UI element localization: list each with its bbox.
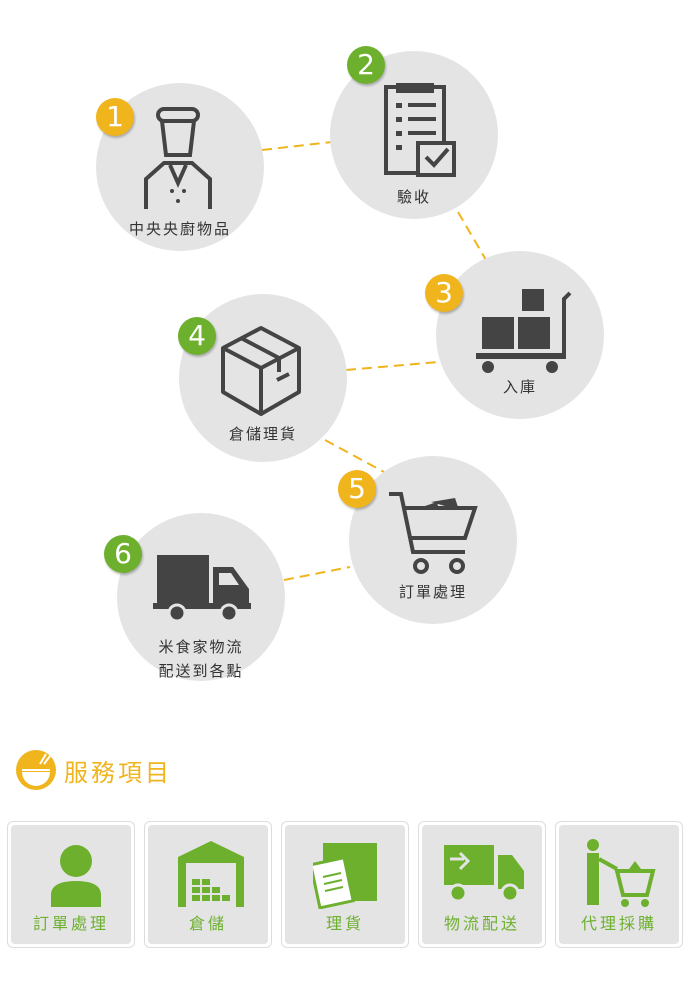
step-badge: 2 [347, 46, 385, 84]
warehouse-icon [178, 841, 244, 907]
step-label: 配送到各點 [158, 662, 244, 680]
rice-bowl-icon [16, 750, 56, 790]
step-badge: 4 [178, 317, 216, 355]
service-label: 理貨 [325, 914, 364, 933]
service-label: 訂單處理 [32, 914, 109, 933]
step-badge: 5 [338, 470, 376, 508]
step-label: 驗收 [396, 188, 431, 206]
connector-lines [261, 141, 487, 581]
step-badge: 1 [96, 98, 134, 136]
step-6-circle: 米食家物流 配送到各點 [117, 513, 285, 681]
service-order-processing[interactable]: 訂單處理 [7, 821, 135, 948]
step-badge: 3 [425, 274, 463, 312]
step-5-circle: 訂單處理 [349, 456, 517, 624]
step-badge: 6 [104, 535, 142, 573]
service-logistics[interactable]: 物流配送 [418, 821, 546, 948]
step-label: 訂單處理 [398, 583, 467, 601]
clipboard-box-icon [313, 843, 377, 909]
truck-icon [153, 555, 251, 623]
service-label: 代理採購 [580, 914, 657, 933]
service-warehousing[interactable]: 倉儲 [144, 821, 272, 948]
step-label: 入庫 [502, 378, 537, 396]
shopping-cart-icon [389, 492, 478, 574]
step-label: 米食家物流 [158, 638, 244, 656]
services-title: 服務項目 [64, 758, 172, 787]
step-label: 倉儲理貨 [228, 425, 297, 443]
service-sorting[interactable]: 理貨 [281, 821, 409, 948]
box-icon [221, 326, 301, 416]
delivery-truck-icon [444, 845, 524, 903]
service-procurement[interactable]: 代理採購 [555, 821, 683, 948]
services-heading: 服務項目 [14, 748, 172, 792]
checklist-icon [384, 83, 456, 177]
step-3-circle: 入庫 [436, 251, 604, 419]
customer-service-icon [51, 845, 101, 907]
chef-icon [144, 107, 212, 209]
service-label: 物流配送 [443, 914, 520, 933]
cart-boxes-icon [476, 289, 572, 373]
step-label: 中央央廚物品 [128, 220, 231, 238]
shopper-cart-icon [587, 839, 656, 907]
service-label: 倉儲 [188, 914, 227, 933]
